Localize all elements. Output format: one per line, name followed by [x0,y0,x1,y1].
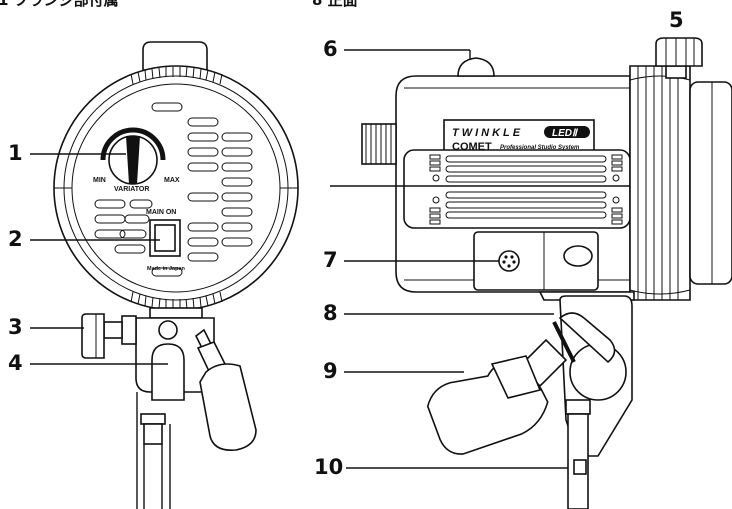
side-bracket-cap [558,312,616,364]
front-view: MIN MAX VARIATOR MAIN ON Made in Japan [53,41,299,509]
top-button[interactable] [457,57,495,77]
svg-text:1: 1 [8,141,23,165]
main-power-switch[interactable] [149,219,181,257]
svg-text:5: 5 [669,8,684,32]
svg-text:3: 3 [8,315,23,339]
callout-9: 9 [323,359,464,383]
variator-max-label: MAX [164,177,180,184]
variator-min-label: MIN [93,177,106,184]
svg-text:7: 7 [323,248,338,272]
side-vent-slots [429,154,623,225]
side-stand-pole [565,399,591,509]
front-stand-pole [136,392,171,509]
brand-led-badge [544,126,590,138]
callout-3: 3 [8,315,84,339]
front-mount-hole [158,320,178,340]
tilt-lever [552,321,576,363]
ring-ribs-top [130,66,223,85]
connector-cover [563,245,593,267]
variator-knob[interactable] [100,127,166,185]
callout-6: 6 [323,37,471,61]
callout-4: 4 [8,351,168,375]
svg-text:10: 10 [314,455,343,479]
callout-5: 5 [669,8,684,32]
brand-led-text: LEDⅡ [552,128,579,139]
callout-8: 8 [323,301,554,325]
front-spigot-block [151,343,185,401]
tilt-lock-knob[interactable] [81,313,137,359]
variator-pointer [126,136,140,184]
header-right-caption: 8 正面 [312,0,358,9]
variator-label: VARIATOR [114,186,149,193]
front-vent-slots [94,102,253,277]
side-view: TWINKLE LEDⅡ COMET Professional Studio S… [330,37,732,509]
side-top-lock-knob[interactable] [655,37,703,79]
svg-text:8: 8 [323,301,338,325]
remote-connector-socket[interactable] [498,250,520,272]
brand-twinkle: TWINKLE [452,127,523,139]
svg-text:6: 6 [323,37,338,61]
front-umbrella-holder [194,328,257,452]
lens-bezel [689,81,732,285]
header-left-caption: 1 フランジ部付属 [0,0,119,9]
main-on-label: MAIN ON [146,209,176,216]
brand-tagline: Professional Studio System [500,145,580,151]
made-in-japan-label: Made in Japan [147,266,186,272]
svg-text:4: 4 [8,351,23,375]
svg-text:9: 9 [323,359,338,383]
side-front-ring [629,65,691,301]
umbrella-holder [426,338,568,455]
callout-7: 7 [323,248,499,272]
top-lock-knob [142,41,208,71]
callout-10: 10 [314,455,568,479]
callout-2: 2 [8,227,160,251]
side-knob [361,123,397,165]
svg-text:2: 2 [8,227,23,251]
front-mount-plate [149,307,203,319]
callout-1: 1 [8,141,126,165]
